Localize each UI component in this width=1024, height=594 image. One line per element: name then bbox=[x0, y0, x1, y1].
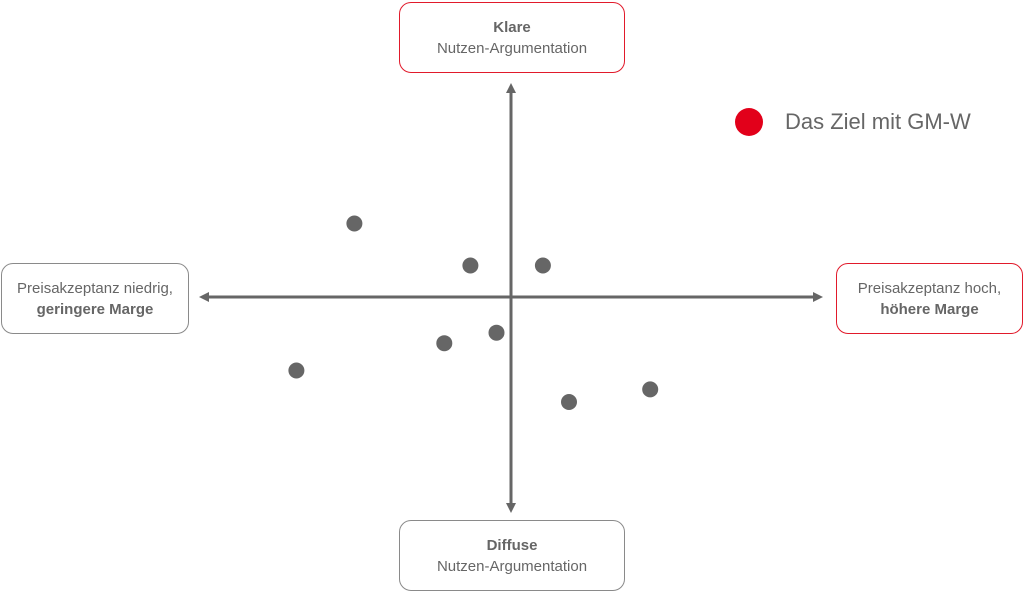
axis-label-bottom: Diffuse Nutzen-Argumentation bbox=[399, 520, 625, 591]
scatter-point-3 bbox=[534, 257, 551, 274]
axis-label-right: Preisakzeptanz hoch, höhere Marge bbox=[836, 263, 1023, 334]
scatter-point-7 bbox=[561, 394, 577, 410]
axis-label-top: Klare Nutzen-Argumentation bbox=[399, 2, 625, 73]
scatter-points bbox=[288, 215, 659, 410]
legend-label: Das Ziel mit GM-W bbox=[785, 109, 971, 134]
scatter-point-4 bbox=[488, 324, 505, 341]
scatter-point-2 bbox=[462, 257, 479, 274]
scatter-point-8 bbox=[642, 381, 659, 398]
axis-label-bottom-line1: Diffuse bbox=[486, 536, 538, 554]
legend: Das Ziel mit GM-W bbox=[735, 108, 971, 136]
axis-label-left-line1: Preisakzeptanz niedrig, bbox=[17, 279, 173, 297]
axis-label-left-line2: geringere Marge bbox=[36, 300, 154, 318]
legend-dot-icon bbox=[735, 108, 763, 136]
axis-label-bottom-line2: Nutzen-Argumentation bbox=[436, 557, 588, 575]
scatter-point-1 bbox=[346, 215, 363, 232]
axis-label-top-line1: Klare bbox=[493, 18, 531, 36]
scatter-point-6 bbox=[288, 362, 305, 379]
axis-label-top-line2: Nutzen-Argumentation bbox=[436, 39, 588, 57]
axis-label-right-line1: Preisakzeptanz hoch, bbox=[857, 279, 1002, 297]
axis-label-left: Preisakzeptanz niedrig, geringere Marge bbox=[1, 263, 189, 334]
scatter-point-5 bbox=[436, 335, 453, 352]
axis-label-right-line2: höhere Marge bbox=[880, 300, 979, 318]
